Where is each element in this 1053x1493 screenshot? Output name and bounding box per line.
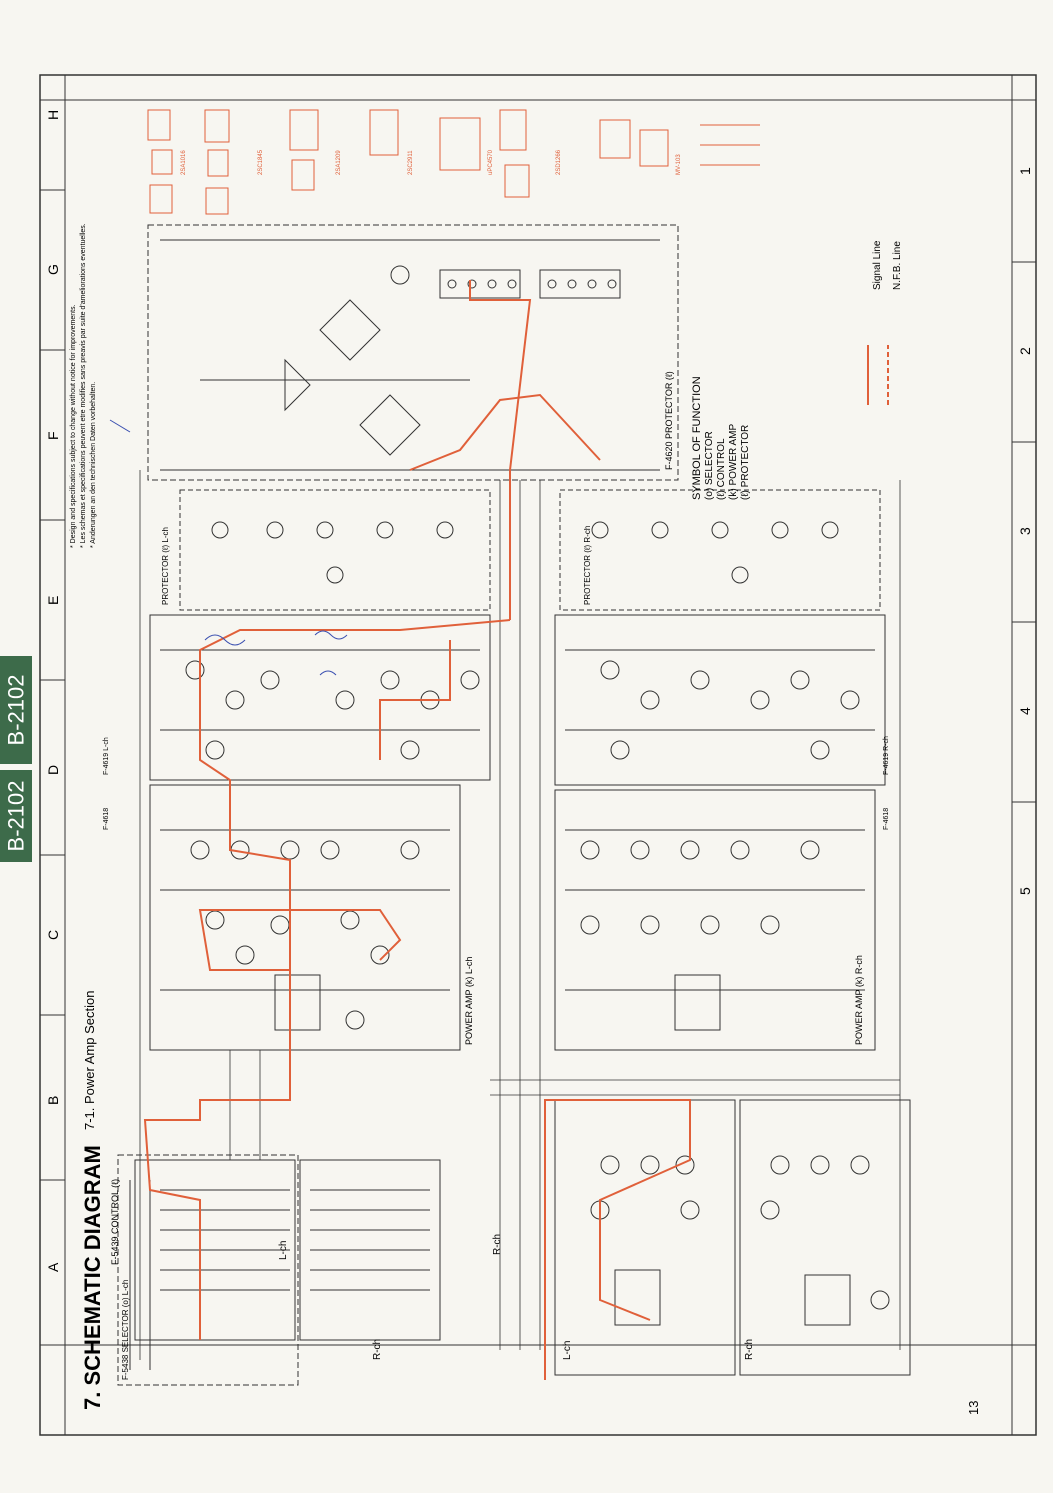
selector-label: F-5438 SELECTOR (o) L-ch <box>121 1280 130 1380</box>
grid-row-c: C <box>45 930 61 940</box>
protector-l-label: PROTECTOR (ℓ) L-ch <box>161 527 170 605</box>
legend-title: SYMBOL OF FUNCTION <box>691 376 703 500</box>
protector-main-block <box>147 224 679 481</box>
control-block <box>134 1159 441 1341</box>
svg-text:2SA1016: 2SA1016 <box>181 150 187 175</box>
grid-row-h: H <box>45 110 61 120</box>
function-legend: SYMBOL OF FUNCTION (o) SELECTOR (ℓ) CONT… <box>691 240 903 500</box>
signal-path-lines <box>143 280 691 1380</box>
control-lch-label: L-ch <box>278 1241 289 1260</box>
grid-row-a: A <box>45 1262 61 1272</box>
grid-col-2: 2 <box>1017 347 1033 355</box>
board-4619-bottom: F-4619 R-ch <box>883 736 890 775</box>
power-amp-l-label: POWER AMP (k) L-ch <box>464 957 474 1045</box>
signal-line-label: Signal Line <box>872 240 883 290</box>
grid-row-d: D <box>45 765 61 775</box>
page-frame <box>39 74 1037 1436</box>
svg-text:2SA1209: 2SA1209 <box>336 150 342 175</box>
nfb-line-label: N.F.B. Line <box>892 241 903 290</box>
protector-r-label: PROTECTOR (ℓ) R-ch <box>583 526 592 605</box>
model-tag-lower: B-2102 <box>0 770 32 862</box>
grid-col-4: 4 <box>1017 707 1033 715</box>
page-number: 13 <box>966 1401 981 1415</box>
grid-row-f: F <box>45 431 61 440</box>
legend-item-power-amp: (k) POWER AMP <box>728 424 739 500</box>
board-4618-bottom: F-4618 <box>883 808 890 830</box>
lower-rch-label: R-ch <box>744 1339 755 1360</box>
subsection-title: 7-1. Power Amp Section <box>82 991 97 1130</box>
legend-item-protector: (ℓ) PROTECTOR <box>740 425 751 500</box>
interconnect-wiring <box>139 470 901 1360</box>
grid-row-g: G <box>45 264 61 275</box>
protector-sub-blocks <box>179 489 881 611</box>
note-fr: * Les schemas et specifications peuvent … <box>80 223 87 548</box>
power-amp-r-block <box>554 614 886 1051</box>
note-de: * Anderungen an den technischen Daten vo… <box>90 382 97 548</box>
grid-row-b: B <box>45 1096 61 1105</box>
grid-col-1: 1 <box>1017 167 1033 175</box>
protector-main-label: F-4620 PROTECTOR (ℓ) <box>664 371 674 470</box>
svg-text:2SD1266: 2SD1266 <box>556 149 562 175</box>
svg-text:MV-103: MV-103 <box>676 154 682 175</box>
component-outline-labels: 2SA1016 2SC1845 2SA1209 2SC2911 uPC4570 … <box>181 149 682 175</box>
board-4619-top: F-4619 L-ch <box>103 737 110 775</box>
grid-col-3: 3 <box>1017 527 1033 535</box>
note-en: * Design and specifications subject to c… <box>70 304 77 548</box>
model-tag-upper: B-2102 <box>0 656 32 764</box>
legend-item-selector: (o) SELECTOR <box>704 431 715 500</box>
control-rch-label: R-ch <box>492 1234 503 1255</box>
svg-text:uPC4570: uPC4570 <box>488 149 494 175</box>
power-amp-l-block <box>149 614 491 1051</box>
control-label: F-5439 CONTROL (ℓ) <box>110 1179 120 1265</box>
legend-item-control: (ℓ) CONTROL <box>716 438 727 500</box>
grid-col-5: 5 <box>1017 887 1033 895</box>
board-4618-top: F-4618 <box>103 808 110 830</box>
power-amp-r-label: POWER AMP (k) R-ch <box>854 955 864 1045</box>
grid-row-e: E <box>45 596 61 605</box>
handwritten-annotations <box>109 419 348 676</box>
svg-text:2SC1845: 2SC1845 <box>258 149 264 175</box>
lower-input-blocks <box>554 1099 911 1376</box>
selector-rch-label: R-ch <box>372 1339 383 1360</box>
selector-block <box>117 1154 299 1386</box>
svg-text:2SC2911: 2SC2911 <box>408 150 414 175</box>
component-outlines <box>147 109 760 215</box>
section-title: 7. SCHEMATIC DIAGRAM <box>80 1145 105 1410</box>
lower-lch-label: L-ch <box>562 1341 573 1360</box>
